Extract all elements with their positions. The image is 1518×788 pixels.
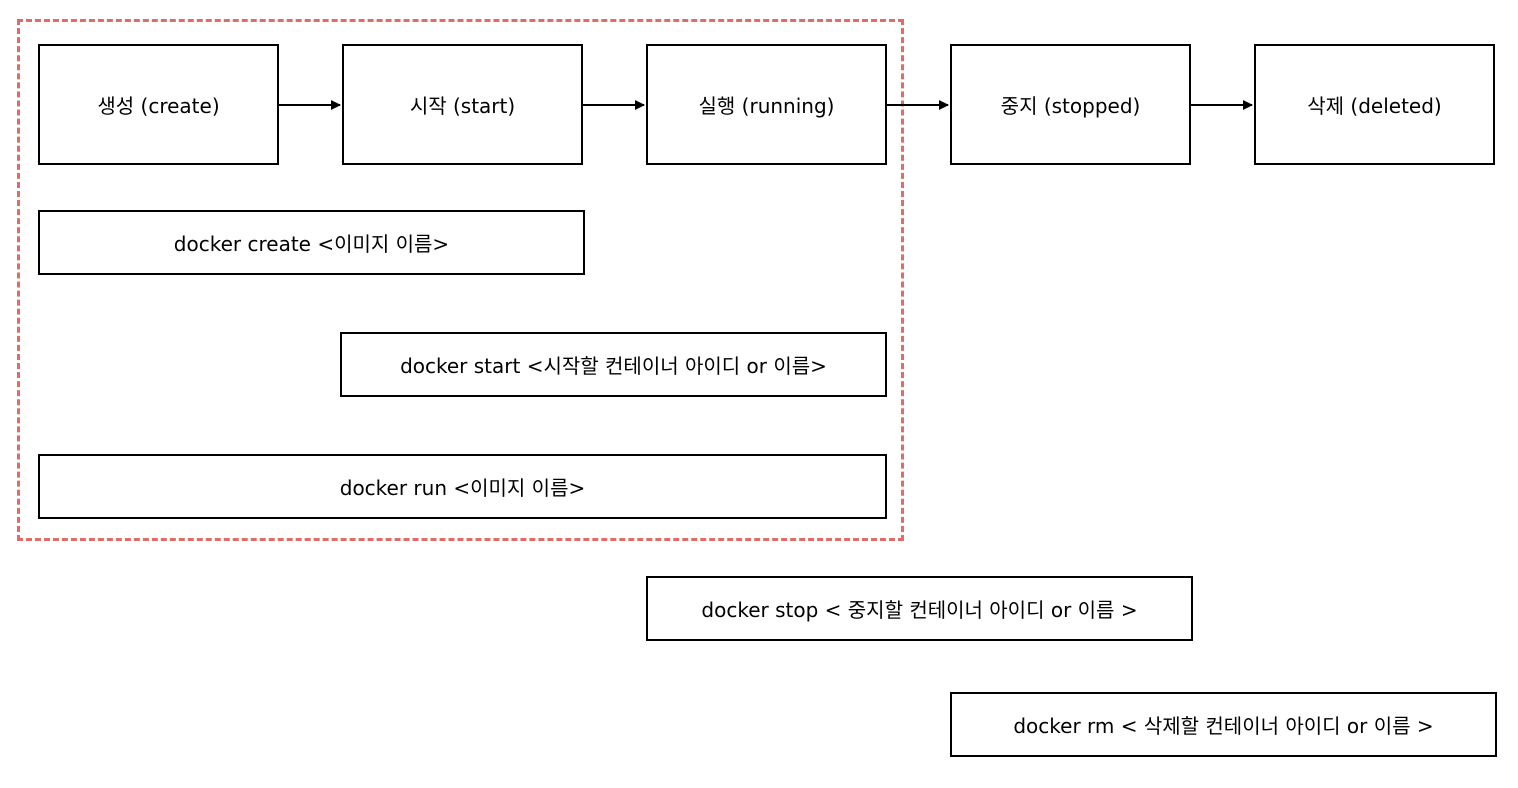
- create-start-run-group: [17, 19, 904, 541]
- command-start-box: docker start <시작할 컨테이너 아이디 or 이름>: [340, 332, 887, 397]
- command-run-box: docker run <이미지 이름>: [38, 454, 887, 519]
- command-create-label: docker create <이미지 이름>: [173, 232, 450, 256]
- state-start-box: 시작 (start): [342, 44, 583, 165]
- command-create-box: docker create <이미지 이름>: [38, 210, 585, 275]
- state-start-label: 시작 (start): [409, 94, 516, 118]
- command-rm-label: docker rm < 삭제할 컨테이너 아이디 or 이름 >: [1013, 714, 1434, 738]
- state-stopped-box: 중지 (stopped): [950, 44, 1191, 165]
- command-rm-box: docker rm < 삭제할 컨테이너 아이디 or 이름 >: [950, 692, 1497, 757]
- state-create-box: 생성 (create): [38, 44, 279, 165]
- command-stop-label: docker stop < 중지할 컨테이너 아이디 or 이름 >: [701, 598, 1138, 622]
- state-stopped-label: 중지 (stopped): [1000, 94, 1141, 118]
- command-start-label: docker start <시작할 컨테이너 아이디 or 이름>: [400, 354, 827, 378]
- state-running-box: 실행 (running): [646, 44, 887, 165]
- state-running-label: 실행 (running): [698, 94, 835, 118]
- command-run-label: docker run <이미지 이름>: [339, 476, 586, 500]
- state-create-label: 생성 (create): [97, 94, 220, 118]
- state-deleted-label: 삭제 (deleted): [1307, 94, 1442, 118]
- state-deleted-box: 삭제 (deleted): [1254, 44, 1495, 165]
- command-stop-box: docker stop < 중지할 컨테이너 아이디 or 이름 >: [646, 576, 1193, 641]
